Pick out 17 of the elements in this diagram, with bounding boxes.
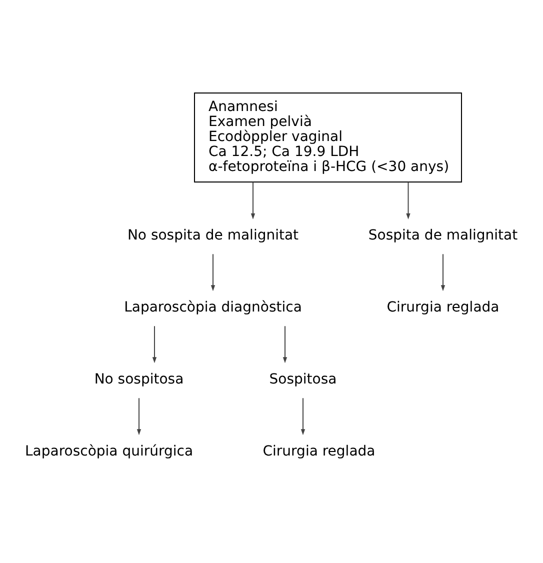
arrow	[250, 182, 256, 220]
node-box: Anamnesi Examen pelvià Ecodòppler vaginal Ca 12.5; Ca 19.9 LDH α-fetoproteïna i β-HCG (<30 anys)	[194, 92, 462, 182]
node-text: Cirurgia reglada	[386, 300, 500, 316]
node-text: Laparoscòpia quirúrgica	[24, 444, 194, 460]
arrow	[440, 254, 446, 292]
arrow	[300, 398, 306, 436]
node-text: Sospita de malignitat	[368, 228, 518, 244]
node-text: No sospitosa	[94, 372, 184, 388]
arrow	[210, 254, 216, 292]
arrow	[406, 182, 410, 220]
arrow	[136, 398, 142, 436]
node-text: Sospitosa	[269, 372, 337, 388]
arrow	[152, 326, 157, 364]
arrow	[282, 326, 288, 364]
node-text: No sospita de malignitat	[127, 228, 299, 244]
node-text: Cirurgia reglada	[262, 444, 376, 460]
node-text: Laparoscòpia diagnòstica	[124, 300, 302, 316]
